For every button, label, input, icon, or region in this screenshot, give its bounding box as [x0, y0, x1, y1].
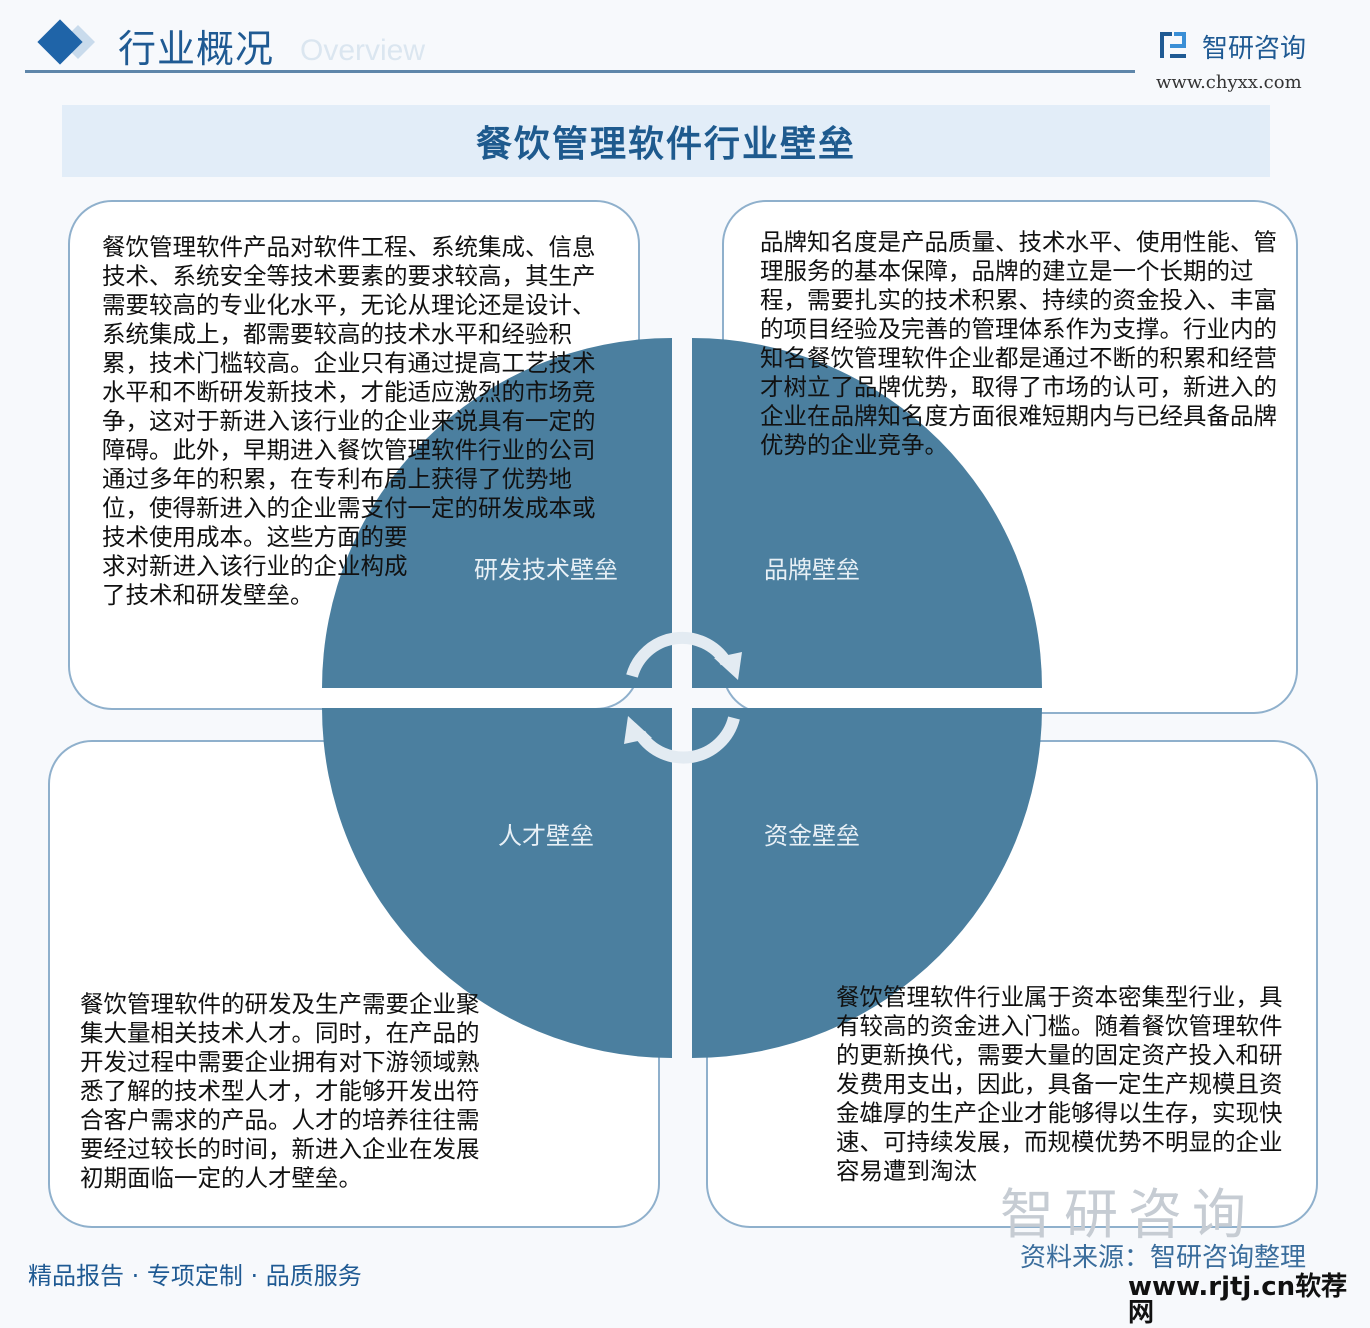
brand-name: 智研咨询 [1202, 34, 1307, 64]
text-talent: 餐饮管理软件的研发及生产需要企业聚集大量相关技术人才。同时，在产品的开发过程中需… [80, 990, 480, 1192]
quadrant-rd-tech [322, 338, 672, 688]
watermark-logo: 智研咨询 [1000, 1183, 1256, 1246]
quadrant-label-talent: 人才壁垒 [498, 822, 594, 850]
diagram-title: 餐饮管理软件行业壁垒 [475, 124, 856, 165]
label-clearance-spacer [408, 533, 618, 643]
quadrant-label-brand: 品牌壁垒 [764, 556, 860, 584]
title-banner: 餐饮管理软件行业壁垒 [62, 105, 1270, 177]
watermark-site: www.rjtj.cn软荐网 [1128, 1272, 1348, 1328]
text-brand: 品牌知名度是产品质量、技术水平、使用性能、管理服务的基本保障，品牌的建立是一个长… [760, 228, 1277, 459]
text-capital: 餐饮管理软件行业属于资本密集型行业，具有较高的资金进入门槛。随着餐饮管理软件的更… [836, 983, 1283, 1185]
section-subtitle: Overview [300, 34, 426, 67]
quadrant-brand [692, 338, 1042, 688]
header-divider [25, 70, 1135, 73]
footer-slogan: 精品报告 · 专项定制 · 品质服务 [28, 1262, 362, 1290]
cycle-arrows-icon [626, 631, 740, 764]
section-title: 行业概况 [118, 27, 275, 71]
quadrant-talent [322, 708, 672, 1058]
brand-logo-icon [1160, 32, 1186, 58]
text-rd-tech-wrap: 餐饮管理软件产品对软件工程、系统集成、信息技术、系统安全等技术要素的要求较高，其… [102, 233, 618, 643]
quadrant-label-capital: 资金壁垒 [764, 822, 860, 850]
quadrant-label-rd-tech: 研发技术壁垒 [474, 556, 618, 584]
brand-url: www.chyxx.com [1156, 72, 1302, 93]
quadrant-capital [692, 708, 1042, 1058]
source-note: 资料来源：智研咨询整理 [1020, 1243, 1307, 1273]
text-rd-tech: 餐饮管理软件产品对软件工程、系统集成、信息技术、系统安全等技术要素的要求较高，其… [102, 233, 596, 609]
